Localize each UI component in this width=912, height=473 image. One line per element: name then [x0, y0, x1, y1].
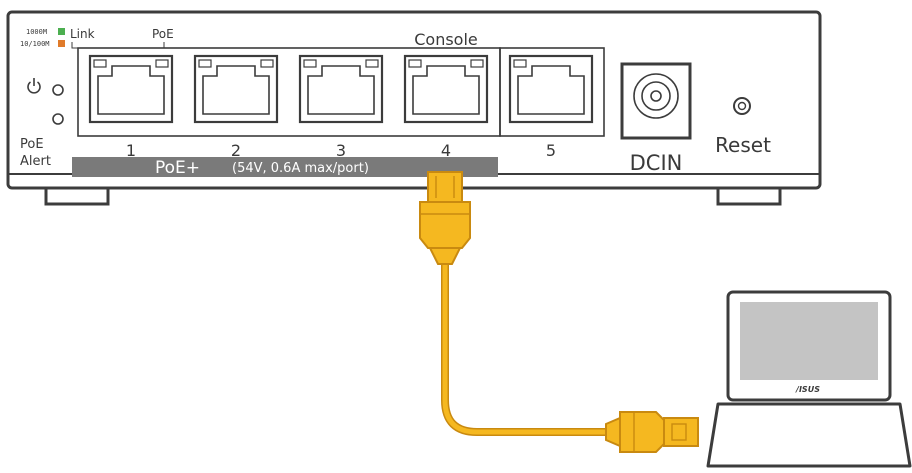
port-link-led: [303, 59, 317, 68]
cable-wire: [442, 259, 613, 435]
ethernet-port-5[interactable]: 5: [508, 54, 594, 160]
poe-alert-line2: Alert: [20, 154, 51, 169]
power-icon: [27, 78, 41, 94]
ethernet-cable: [419, 171, 699, 453]
port-link-led: [198, 59, 212, 68]
dc-in-jack-pin: [650, 90, 662, 102]
port-number-label: 1: [126, 141, 136, 160]
poe-alert-line1: PoE: [20, 137, 44, 152]
legend-poe-label: PoE: [152, 27, 174, 41]
switch-foot-right: [716, 186, 782, 206]
poe-band-main: PoE+: [155, 158, 200, 178]
port-poe-led: [470, 59, 484, 68]
cable-connector-laptop: [605, 411, 699, 453]
ethernet-ports: 1 2 3 4 5: [88, 54, 594, 160]
ethernet-port-4[interactable]: 4: [403, 54, 489, 160]
laptop-base: [706, 402, 912, 468]
port-socket-outline: [202, 65, 270, 115]
port-socket-outline: [517, 65, 585, 115]
port-socket-outline: [412, 65, 480, 115]
port-link-led: [513, 59, 527, 68]
console-port-frame: [499, 47, 605, 137]
legend-1000m-swatch: [58, 28, 65, 35]
port-poe-led: [365, 59, 379, 68]
switch-foot-left: [44, 186, 110, 206]
port-poe-led: [260, 59, 274, 68]
reset-button-inner: [737, 101, 747, 111]
legend-10-100m-label: 10/100M: [20, 40, 50, 48]
console-label: Console: [414, 30, 478, 49]
power-led: [52, 84, 64, 96]
cable-outline: [441, 258, 614, 436]
legend-1000m-label: 1000M: [26, 28, 47, 36]
laptop: /ISUS: [706, 290, 912, 468]
legend-10-100m-swatch: [58, 40, 65, 47]
ethernet-port-1[interactable]: 1: [88, 54, 174, 160]
port-link-led: [408, 59, 422, 68]
laptop-logo: /ISUS: [795, 385, 820, 394]
port-number-label: 4: [441, 141, 451, 160]
ethernet-port-2[interactable]: 2: [193, 54, 279, 160]
port-socket-outline: [97, 65, 165, 115]
reset-label: Reset: [715, 133, 771, 157]
laptop-screen: [740, 302, 878, 380]
port-number-label: 3: [336, 141, 346, 160]
port-link-led: [93, 59, 107, 68]
poe-band-spec: (54V, 0.6A max/port): [232, 161, 369, 176]
port-poe-led: [155, 59, 169, 68]
switch-device: 1000M 10/100M Link PoE Console PoE Alert…: [6, 10, 822, 206]
port-socket-outline: [307, 65, 375, 115]
legend-link-label: Link: [70, 27, 95, 41]
ethernet-port-3[interactable]: 3: [298, 54, 384, 160]
cable-connector-top: [419, 171, 471, 265]
poe-alert-led: [52, 113, 64, 125]
port-number-label: 2: [231, 141, 241, 160]
port-number-label: 5: [546, 141, 556, 160]
dc-in-label: DCIN: [630, 151, 683, 175]
poe-spec-band: [72, 157, 498, 177]
